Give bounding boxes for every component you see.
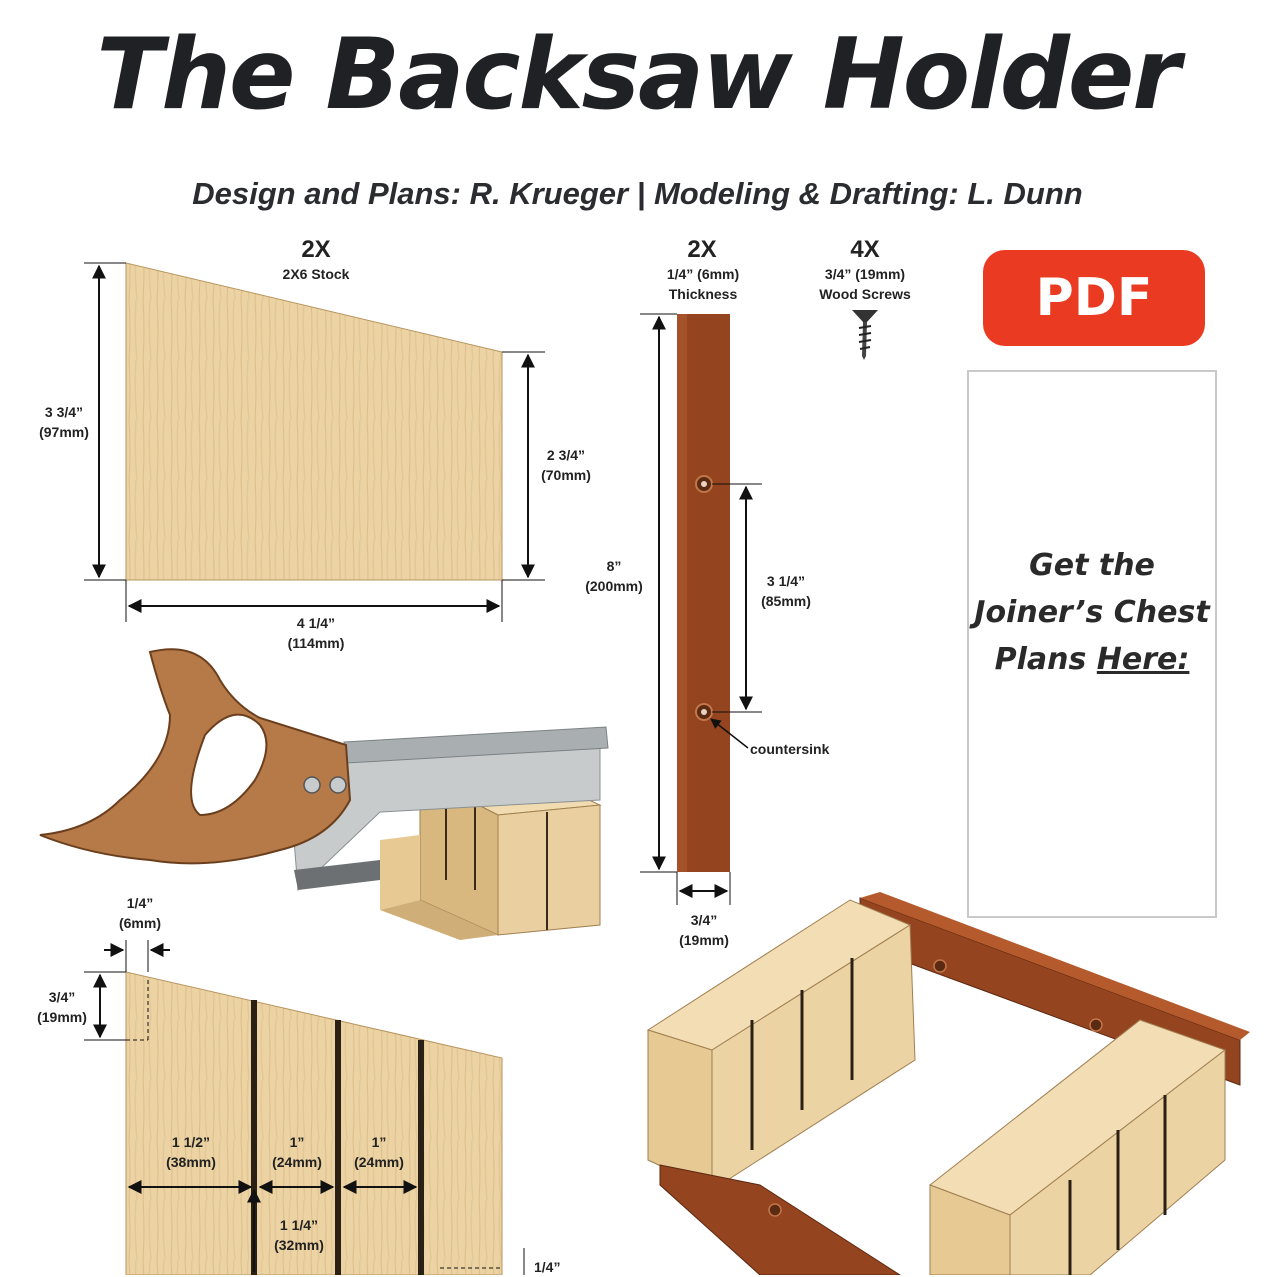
backsaw-illustration	[39, 648, 609, 940]
rail-thickness-label: Thickness	[668, 286, 738, 302]
page-subtitle: Design and Plans: R. Krueger | Modeling …	[192, 176, 1083, 211]
assembled-holder-illustration	[646, 892, 1250, 1275]
pdf-download-button[interactable]: PDF	[983, 250, 1205, 346]
dim-gap-2: 1”	[289, 1134, 305, 1150]
dim-rail-width: 3/4”	[690, 912, 718, 928]
slot-detail-drawing	[84, 940, 525, 1275]
dim-offset-mm: (6mm)	[118, 915, 161, 931]
plans-here-link[interactable]: Here:	[1096, 642, 1190, 677]
promo-line-2: Joiner’s Chest	[974, 595, 1210, 630]
side-panel-drawing	[84, 262, 545, 622]
rail-drawing	[640, 313, 762, 905]
promo-text: Get the Joiner’s Chest Plans Here:	[969, 542, 1215, 683]
dim-right-height-mm: (70mm)	[541, 467, 591, 483]
dim-right-height: 2 3/4”	[546, 447, 586, 463]
dim-gap-1: 1 1/2”	[171, 1134, 211, 1150]
dim-offset: 1/4”	[126, 895, 154, 911]
dim-height-mm: (97mm)	[39, 424, 89, 440]
wood-screw-icon	[852, 310, 878, 360]
dim-gap-3: 1”	[371, 1134, 387, 1150]
dim-rail-width-mm: (19mm)	[679, 932, 729, 948]
side-panel-qty: 2X	[301, 236, 331, 263]
dim-height: 3 3/4”	[44, 404, 84, 420]
dim-depth-mm: (19mm)	[37, 1009, 87, 1025]
dim-rail-length: 8”	[606, 558, 622, 574]
promo-line-1: Get the	[1029, 548, 1155, 583]
screws-qty: 4X	[850, 236, 880, 263]
dim-width-mm: (114mm)	[287, 635, 345, 651]
saw-bolt-icon	[303, 776, 321, 794]
promo-line-3[interactable]: Plans Here:	[994, 642, 1190, 677]
dim-slot-depth: 1 1/4”	[279, 1217, 319, 1233]
page-title: The Backsaw Holder	[96, 18, 1180, 132]
side-panel-stock: 2X6 Stock	[282, 266, 350, 282]
rail-qty: 2X	[687, 236, 717, 263]
screws-label: Wood Screws	[819, 286, 911, 302]
countersink-label: countersink	[750, 741, 830, 757]
dim-gap-2-mm: (24mm)	[272, 1154, 322, 1170]
dim-gap-3-mm: (24mm)	[354, 1154, 404, 1170]
dim-depth: 3/4”	[48, 989, 76, 1005]
dim-hole-spacing-mm: (85mm)	[761, 593, 811, 609]
saw-bolt-icon	[329, 776, 347, 794]
dim-rail-length-mm: (200mm)	[585, 578, 643, 594]
dim-width: 4 1/4”	[296, 615, 336, 631]
dim-slot-depth-mm: (32mm)	[274, 1237, 324, 1253]
dim-hole-spacing: 3 1/4”	[766, 573, 806, 589]
screws-size: 3/4” (19mm)	[824, 266, 906, 282]
dim-gap-1-mm: (38mm)	[166, 1154, 216, 1170]
rail-thickness: 1/4” (6mm)	[666, 266, 740, 282]
dim-partial: 1/4”	[534, 1259, 561, 1275]
joiners-chest-promo[interactable]: Get the Joiner’s Chest Plans Here:	[967, 370, 1217, 918]
